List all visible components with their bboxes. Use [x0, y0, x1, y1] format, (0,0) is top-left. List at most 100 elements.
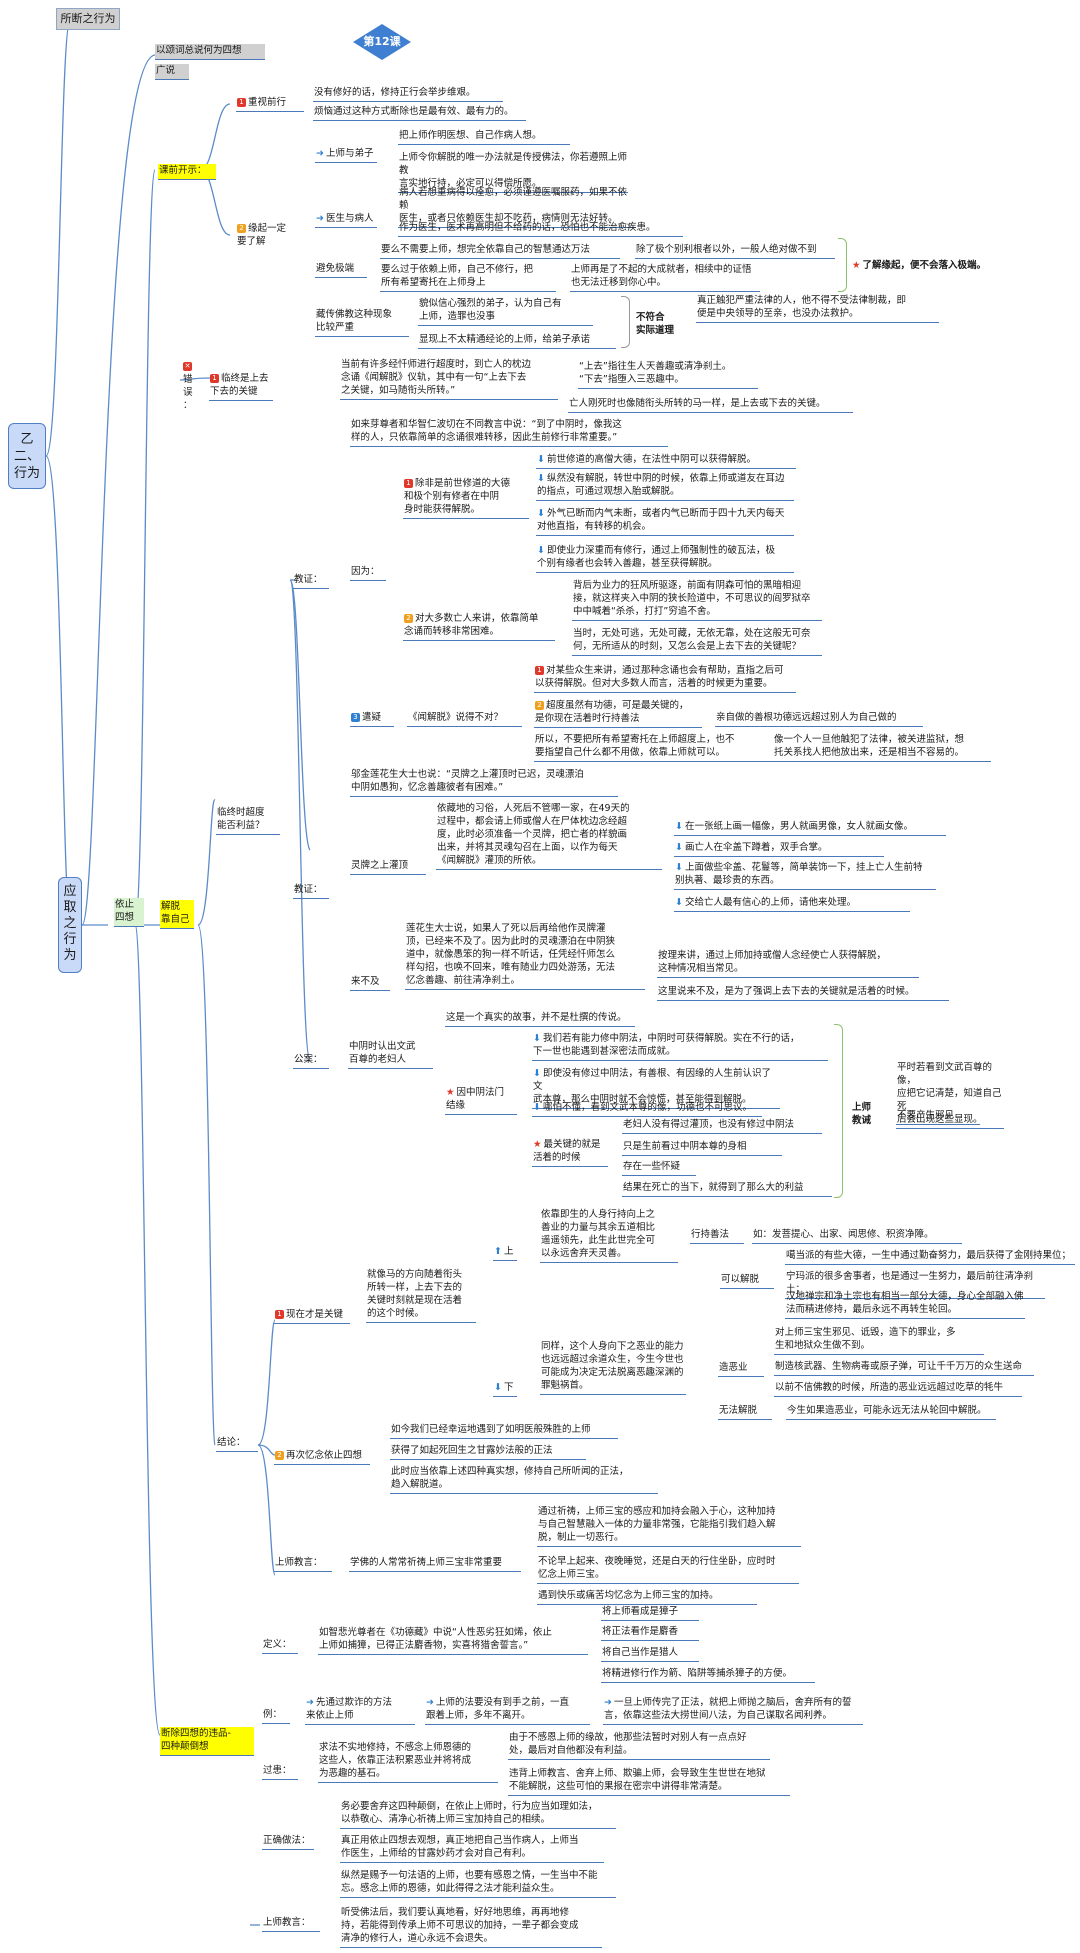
node-extensive[interactable]: 广说 — [155, 64, 189, 80]
node-teacher-disciple-label: 上师与弟子 — [325, 148, 374, 159]
badge-1-icon: 1 — [275, 1310, 284, 1319]
text-d1-1-label: 前世修道的高僧大德，在法性中阴可以获得解脱。 — [546, 454, 756, 465]
node-story[interactable]: 公案： — [293, 1053, 329, 1069]
node-definition[interactable]: 定义： — [262, 1638, 298, 1654]
node-guru-teaching-2[interactable]: 上师教言： — [262, 1916, 320, 1932]
node-four-thoughts-summary[interactable]: 以颂词总说何为四想 — [155, 44, 265, 60]
node-do-good[interactable]: 行持善法 — [690, 1228, 744, 1244]
node-avoid-extremes[interactable]: 避免极端 — [315, 262, 367, 278]
text-g3-4: 结果在死亡的当下，就得到了那么大的利益 — [622, 1181, 832, 1197]
text-up-b1: 噶当派的有些大德，一生中通过勤奋努力，最后获得了金刚持果位； — [785, 1249, 1075, 1265]
node-scripture-2[interactable]: 教证： — [293, 883, 329, 899]
node-rely-four[interactable]: 依止 四想 — [114, 898, 144, 927]
text-b1-1: 把上师作明医想、自己作病人想。 — [398, 129, 570, 145]
node-down[interactable]: ⬇下 — [493, 1381, 517, 1397]
badge-1-icon: 1 — [237, 98, 246, 107]
node-value-preliminaries-label: 重视前行 — [248, 97, 287, 108]
text-h3-0: 学佛的人常常祈祷上师三宝非常重要 — [349, 1556, 521, 1572]
text-f0: 邬金莲花生大士也说：“灵牌之上灌顶时已迟，灵魂漂泊 中阴如愚狗，忆念善趣彼者有困… — [350, 768, 618, 797]
node-because[interactable]: 因为： — [350, 565, 386, 581]
node-up[interactable]: ⬆上 — [493, 1245, 517, 1261]
node-fault[interactable]: 过患： — [262, 1764, 298, 1780]
node-conclusion[interactable]: 结论： — [216, 1436, 258, 1452]
text-d2-1: 背后为业力的狂风所驱逐，前面有阴森可怕的黑暗相迎 接，就这样夹入中阴的狭长险道中… — [572, 579, 822, 621]
text-ex-2-label: 上师的法要没有到手之前，一直 跟着上师，多年不离开。 — [426, 1697, 569, 1721]
arrow-icon: ➜ — [604, 1697, 612, 1708]
node-recall-four-label: 再次忆念依止四想 — [286, 1450, 363, 1461]
node-tibetan-phenomenon[interactable]: 藏传佛教这种现象 比较严重 — [315, 308, 409, 337]
text-g3-2: 只是生前看过中阴本尊的身相 — [622, 1140, 782, 1156]
node-example[interactable]: 例： — [262, 1708, 290, 1724]
node-create-evil[interactable]: 造恶业 — [718, 1361, 764, 1377]
text-b1-2: 上师令你解脱的唯一办法就是传授佛法，你若遵照上师教 言实地行持，必定可以得偿所愿… — [398, 151, 628, 193]
node-dying-key-label: 临终是上去 下去的关键 — [210, 373, 269, 397]
node-doubt-question[interactable]: 《闻解脱》说得不对？ — [407, 711, 522, 727]
node-teacher-advice[interactable]: 上师 教诫 — [852, 1102, 872, 1126]
node-question-benefit[interactable]: 临终时超度 能否利益？ — [216, 806, 280, 835]
text-b4-1: 貌似信心强烈的弟子，认为自己有 上师，造罪也没事 — [418, 297, 593, 326]
lesson-diamond — [353, 24, 411, 60]
lesson-label: 第12课 — [363, 35, 401, 48]
node-now-is-key-label: 现在才是关键 — [286, 1309, 344, 1320]
text-h3-2: 不论早上起来、夜晚睡觉，还是白天的行住坐卧，应时时 忆念上师三宝。 — [537, 1555, 799, 1584]
node-error[interactable]: ✕错 误 ： — [182, 360, 200, 414]
node-down-label: 下 — [503, 1382, 514, 1393]
text-f1-b-label: 画亡人在伞盖下蹲着，双手合掌。 — [684, 842, 828, 853]
node-d2-label: 对大多数亡人来讲，依靠简单 念诵而转移非常困难。 — [404, 613, 539, 637]
text-ex-2: ➜上师的法要没有到手之前，一直 跟着上师，多年不离开。 — [425, 1696, 590, 1725]
text-down-b1: 今生如果造恶业，可能永远无法从轮回中解脱。 — [786, 1404, 996, 1420]
badge-2-icon: 2 — [535, 701, 544, 710]
node-bardo-connection[interactable]: ★因中阴法门 结缘 — [445, 1086, 517, 1115]
text-down-a2: 制造核武器、生物病毒或原子弹，可让千千万万的众生送命 — [774, 1360, 1034, 1376]
text-e2-label: 超度虽然有功德，可是最关键的， 是你现在活着时行持善法 — [535, 700, 689, 724]
text-h2-1: 如今我们已经幸运地遇到了如明医般殊胜的上师 — [390, 1423, 618, 1439]
text-b3-1a: 除了极个别利根者以外，一般人绝对做不到 — [635, 243, 835, 259]
text-b3-1: 要么不需要上师，想完全依靠自己的智慧通达万法 — [380, 243, 620, 259]
node-scripture-1[interactable]: 教证： — [293, 573, 329, 589]
star-icon: ★ — [852, 260, 861, 271]
text-tt-1: 纵然是赐予一句法语的上师，也要有感恩之情，一生当中不能 忘。感念上师的恩德，如此… — [340, 1869, 616, 1898]
text-def-1: 将上师看成是獐子 — [601, 1605, 699, 1621]
text-g2-1-label: 我们若有能力修中阴法，中阴时可获得解脱。实在不行的话， 下一世也能遇到甚深密法而… — [533, 1033, 800, 1057]
down-arrow-icon: ⬇ — [533, 1068, 541, 1079]
text-e2a: 亲自做的善根功德远远超过别人为自己做的 — [715, 711, 923, 727]
root-node-conduct[interactable]: 乙二、行为 — [8, 423, 46, 489]
node-too-late[interactable]: 来不及 — [350, 975, 390, 991]
node-can-liberate[interactable]: 可以解脱 — [720, 1273, 774, 1289]
node-teacher-disciple[interactable]: ➜上师与弟子 — [315, 147, 377, 163]
text-b2-1: 病人若想重病得以痊愈，必须谨遵医嘱服药，如果不依赖 医生，或者只依赖医生却不吃药… — [398, 186, 636, 228]
text-up-1: 依靠即生的人身行持向上之 善业的力量与其余五道相比 遥遥领先，此生此世完全可 以… — [540, 1208, 678, 1263]
text-d1-4: ⬇即使业力深重而有修行，通过上师强制性的破瓦法，极 个别有缘者也会转入善趣，甚至… — [536, 544, 794, 573]
bracket-not-reasonable — [621, 296, 630, 348]
node-old-woman[interactable]: 中阴时认出文武 百尊的老妇人 — [348, 1040, 433, 1069]
node-right-practice[interactable]: 正确做法： — [262, 1834, 314, 1850]
node-four-inverted-thoughts[interactable]: 断除四想的违品- 四种颠倒想 — [160, 1727, 254, 1756]
text-fault-0: 求法不实地修持，不感念上师恩德的 这些人，依靠正法积累恶业并将将成 为恶趣的基石… — [318, 1741, 498, 1783]
text-g2-2: ⬇即使没有修过中阴法，有善根、有因缘的人生前认识了文 武本尊，那么中阴时就不会惊… — [532, 1067, 780, 1109]
root-node-adopt-conduct[interactable]: 应取之行为 — [58, 877, 82, 973]
text-b4-2: 显现上不太精通经论的上师，给弟子承诺 — [418, 333, 616, 349]
node-before-class[interactable]: 课前开示： — [158, 164, 216, 180]
text-d1-3: ⬇外气已断而内气未断，或者内气已断而于四十九天内每天 对他直指，有转移的机会。 — [536, 507, 794, 536]
node-key-while-alive[interactable]: ★最关键的就是 活着的时候 — [532, 1138, 608, 1167]
down-arrow-icon: ⬇ — [533, 1102, 541, 1113]
node-doctor-patient[interactable]: ➜医生与病人 — [315, 212, 377, 228]
node-tablet-empowerment[interactable]: 灵牌之上灌顶 — [350, 859, 426, 875]
text-g3-1: 老妇人没有得过灌顶，也没有修过中阴法 — [622, 1118, 822, 1134]
node-cannot-liberate[interactable]: 无法解脱 — [718, 1404, 772, 1420]
text-teach-2: 不要产生邪见 — [896, 1109, 980, 1125]
text-tt-2: 听受佛法后，我们要认真地看，好好地思维，再再地修 持，若能得到传承上师不可思议的… — [340, 1906, 602, 1948]
text-g2-3-label: 哪怕不懂，看到文武本尊的像，功德也不可思议。 — [542, 1102, 752, 1113]
text-c1-1b: 亡人刚死时也像随衔头所转的马一样，是上去或下去的关键。 — [568, 397, 853, 413]
node-guru-teaching-1[interactable]: 上师教言： — [274, 1556, 332, 1572]
node-liberate-self[interactable]: 解脱 靠自己 — [160, 900, 194, 929]
badge-3-icon: 3 — [351, 713, 360, 722]
